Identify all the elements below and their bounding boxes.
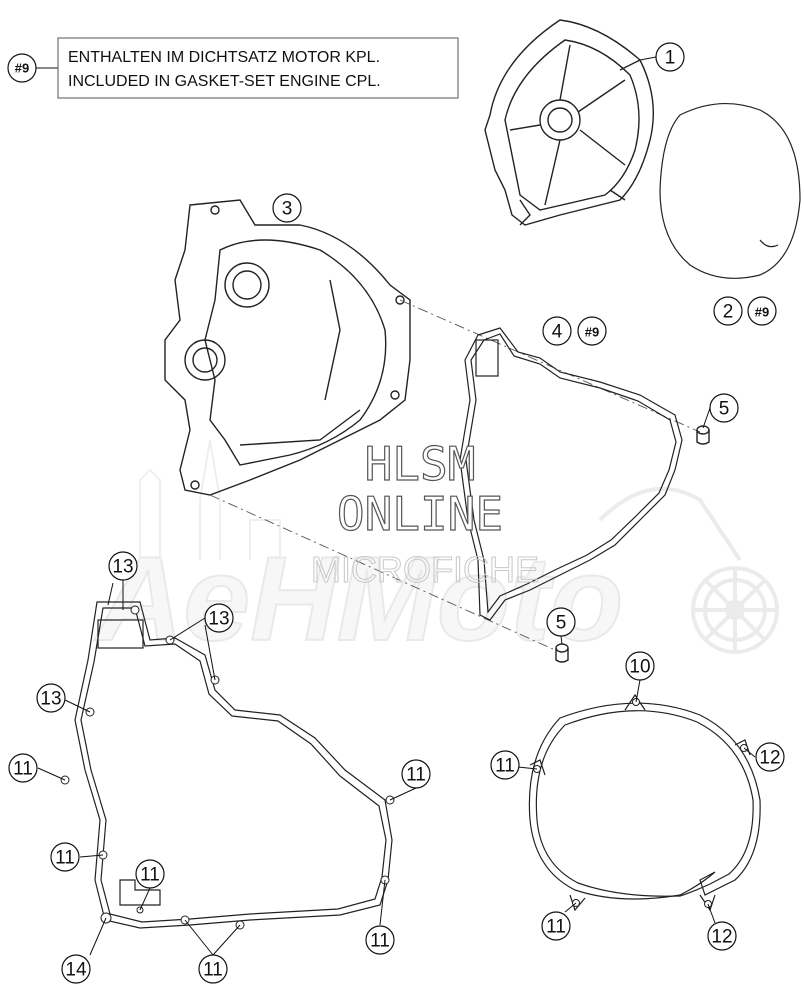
callout-5-upper-circle (709, 393, 739, 423)
callout-11-left-lower: 11 (50, 842, 80, 872)
part-5-dowel-upper (696, 425, 710, 445)
callout-4-ref-circle (577, 316, 607, 346)
watermark-wheel-icon (598, 486, 779, 654)
part-1-outer-cover (484, 19, 654, 226)
callout-11-bottom-circle (198, 954, 228, 984)
callout-1-circle (655, 42, 685, 72)
callout-11-ring-bottom: 11 (541, 911, 571, 941)
callout-13-top-circle (108, 551, 138, 581)
callout-4-ref: #9 (577, 316, 607, 346)
callout-12-upper-circle (755, 742, 785, 772)
callout-4: 4 (542, 316, 572, 346)
callout-11-bottom-label: 11 (203, 960, 223, 981)
callout-11-right-upper-circle (401, 759, 431, 789)
callout-3: 3 (272, 193, 302, 223)
watermark-line-2: ONLINE (337, 487, 503, 541)
callout-13-right: 13 (204, 603, 234, 633)
callout-11-left-label: 11 (13, 759, 33, 780)
watermark-line-3: MICROFICHE (311, 549, 539, 590)
alignment-lines (209, 299, 701, 651)
callout-3-label: 3 (282, 199, 293, 220)
callout-10: 10 (625, 651, 655, 681)
callout-10-label: 10 (629, 657, 650, 678)
callout-11-right-lower: 11 (365, 925, 395, 955)
callout-2-circle (713, 296, 743, 326)
callout-11-left-lower-label: 11 (55, 848, 75, 869)
callout-12-lower: 12 (707, 921, 737, 951)
callout-4-label: 4 (552, 322, 563, 343)
callout-11-inner: 11 (135, 859, 165, 889)
callout-2-ref: #9 (747, 296, 777, 326)
gasket-round-lower-right (528, 693, 761, 912)
callout-11-ring-bottom-circle (541, 911, 571, 941)
callout-13-top: 13 (108, 551, 138, 581)
callout-13-right-label: 13 (208, 609, 229, 630)
leader-lines (37, 56, 756, 956)
callout-5-upper-label: 5 (719, 399, 730, 420)
callout-11-right-lower-label: 11 (370, 931, 390, 952)
callout-5-upper: 5 (709, 393, 739, 423)
callout-11-bottom: 11 (198, 954, 228, 984)
callout-11-right-upper-label: 11 (406, 765, 426, 786)
callout-11-ring-left-circle (490, 750, 520, 780)
callout-4-ref-label: #9 (585, 325, 599, 340)
callout-3-circle (272, 193, 302, 223)
callout-12-upper-label: 12 (759, 748, 780, 769)
callout-2-ref-label: #9 (755, 305, 769, 320)
callout-12-upper: 12 (755, 742, 785, 772)
legend: #9 ENTHALTEN IM DICHTSATZ MOTOR KPL. INC… (7, 37, 459, 99)
watermark-line-1: HLSM (365, 437, 476, 491)
callout-11-ring-bottom-label: 11 (546, 917, 566, 938)
legend-text-de: ENTHALTEN IM DICHTSATZ MOTOR KPL. (68, 49, 380, 66)
legend-ref-code: #9 (15, 61, 29, 76)
callout-11-right-upper: 11 (401, 759, 431, 789)
watermark: HLSM ONLINE MICROFICHE (311, 436, 540, 590)
background-watermark: AeHMoto (93, 439, 779, 667)
legend-text-en: INCLUDED IN GASKET-SET ENGINE CPL. (68, 73, 381, 90)
callout-14: 14 (61, 954, 91, 984)
callout-11-left: 11 (8, 753, 38, 783)
callout-13-left: 13 (36, 683, 66, 713)
callout-10-circle (625, 651, 655, 681)
legend-box (57, 37, 459, 99)
part-2-o-ring (659, 103, 801, 279)
callout-11-ring-left: 11 (490, 750, 520, 780)
callout-13-left-circle (36, 683, 66, 713)
callout-5-lower-label: 5 (556, 613, 567, 634)
callout-11-inner-circle (135, 859, 165, 889)
watermark-brand-text: AeHMoto (94, 532, 624, 666)
callout-14-circle (61, 954, 91, 984)
callout-1: 1 (655, 42, 685, 72)
callout-11-ring-left-label: 11 (495, 756, 515, 777)
part-4-gasket (459, 327, 683, 621)
part-3-clutch-cover (164, 199, 411, 496)
callout-13-right-circle (204, 603, 234, 633)
callout-5-lower-circle (546, 607, 576, 637)
callout-13-top-label: 13 (112, 557, 133, 578)
callout-2-label: 2 (723, 302, 734, 323)
callout-12-lower-label: 12 (711, 927, 732, 948)
callout-11-left-circle (8, 753, 38, 783)
callout-14-label: 14 (65, 960, 87, 981)
callout-1-label: 1 (665, 48, 676, 69)
callout-11-left-lower-circle (50, 842, 80, 872)
callout-12-lower-circle (707, 921, 737, 951)
callout-5-lower: 5 (546, 607, 576, 637)
callout-2-ref-circle (747, 296, 777, 326)
callout-13-left-label: 13 (40, 689, 61, 710)
callout-11-inner-label: 11 (140, 865, 160, 886)
callout-11-right-lower-circle (365, 925, 395, 955)
callout-2: 2 (713, 296, 743, 326)
callout-4-circle (542, 316, 572, 346)
